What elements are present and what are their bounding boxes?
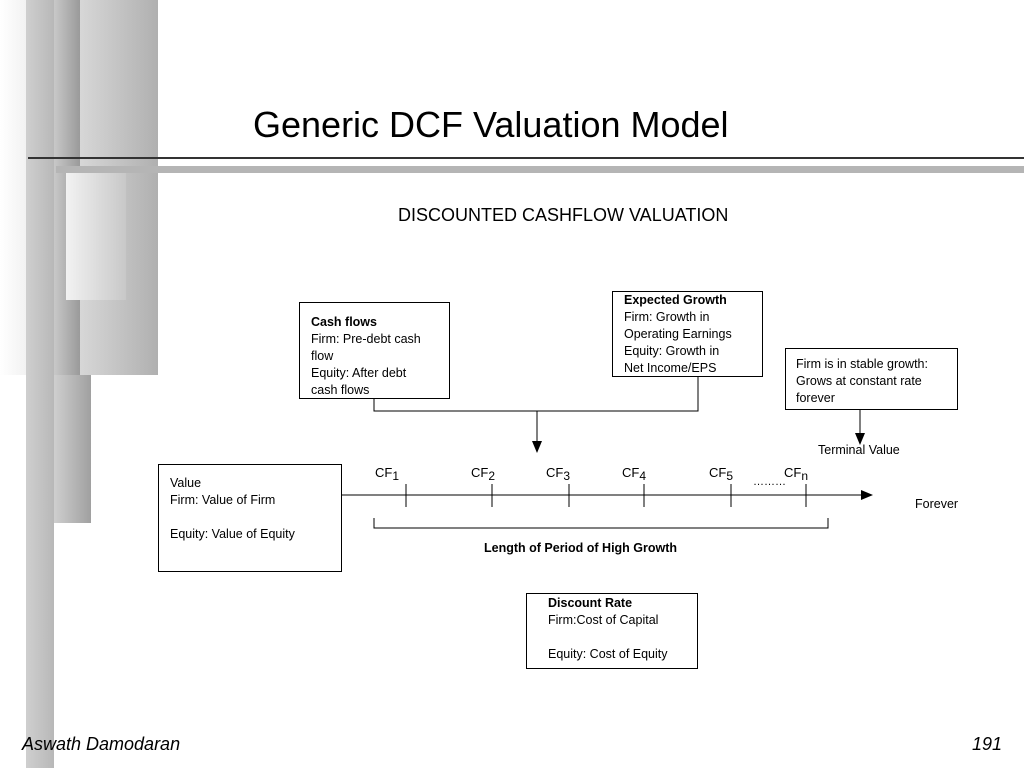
diagram-subtitle: DISCOUNTED CASHFLOW VALUATION bbox=[398, 205, 729, 225]
cash-flows-heading: Cash flows bbox=[311, 315, 377, 329]
cash-flow-label-n: CFn bbox=[784, 465, 809, 483]
expected-growth-box: Expected Growth Firm: Growth in Operatin… bbox=[612, 291, 763, 377]
timeline-ellipsis: ……… bbox=[753, 476, 786, 488]
expected-growth-line: Operating Earnings bbox=[624, 327, 732, 341]
expected-growth-line: Firm: Growth in bbox=[624, 310, 710, 324]
discount-rate-line: Firm:Cost of Capital bbox=[548, 613, 659, 627]
cash-flows-line: Firm: Pre-debt cash bbox=[311, 332, 421, 346]
discount-rate-box: Discount Rate Firm:Cost of Capital Equit… bbox=[526, 593, 698, 669]
page-title: Generic DCF Valuation Model bbox=[253, 104, 729, 145]
footer-page-number: 191 bbox=[972, 734, 1003, 754]
decor-bar-3 bbox=[66, 170, 126, 300]
cash-flow-label-5: CF5 bbox=[709, 465, 734, 483]
high-growth-period-label: Length of Period of High Growth bbox=[484, 541, 678, 555]
value-line: Equity: Value of Equity bbox=[170, 527, 295, 541]
terminal-value-label: Terminal Value bbox=[818, 443, 900, 457]
stable-growth-box: Firm is in stable growth: Grows at const… bbox=[785, 348, 958, 410]
expected-growth-line: Equity: Growth in bbox=[624, 344, 720, 358]
decor-bar-5 bbox=[26, 0, 54, 768]
footer-author: Aswath Damodaran bbox=[22, 734, 181, 754]
cash-flows-line: cash flows bbox=[311, 383, 370, 397]
title-rule bbox=[28, 157, 1024, 159]
title-band bbox=[56, 166, 1024, 173]
expected-growth-heading: Expected Growth bbox=[624, 293, 727, 307]
cash-flows-line: Equity: After debt bbox=[311, 366, 407, 380]
high-growth-bracket bbox=[373, 518, 829, 529]
forever-label: Forever bbox=[915, 497, 959, 511]
expected-growth-line: Net Income/EPS bbox=[624, 361, 717, 375]
value-line: Firm: Value of Firm bbox=[170, 493, 276, 507]
stable-growth-line: Grows at constant rate bbox=[796, 374, 922, 388]
connector-expected-growth bbox=[537, 377, 699, 412]
cash-flow-label-2: CF2 bbox=[471, 465, 496, 483]
connector-cash-flows bbox=[373, 399, 537, 412]
value-line: Value bbox=[170, 476, 202, 490]
value-gap bbox=[170, 509, 341, 526]
value-box: Value Firm: Value of Firm Equity: Value … bbox=[158, 464, 342, 572]
stable-growth-line: forever bbox=[796, 391, 835, 405]
cash-flow-label-1: CF1 bbox=[375, 465, 400, 483]
cash-flows-line: flow bbox=[311, 349, 334, 363]
discount-rate-line: Equity: Cost of Equity bbox=[548, 647, 668, 661]
cash-flow-label-4: CF4 bbox=[622, 465, 647, 483]
cash-flows-box: Cash flows Firm: Pre-debt cash flow Equi… bbox=[299, 302, 450, 399]
stable-growth-line: Firm is in stable growth: bbox=[796, 357, 928, 371]
discount-rate-heading: Discount Rate bbox=[548, 596, 633, 610]
cash-flow-label-3: CF3 bbox=[546, 465, 571, 483]
discount-rate-gap bbox=[548, 629, 697, 646]
